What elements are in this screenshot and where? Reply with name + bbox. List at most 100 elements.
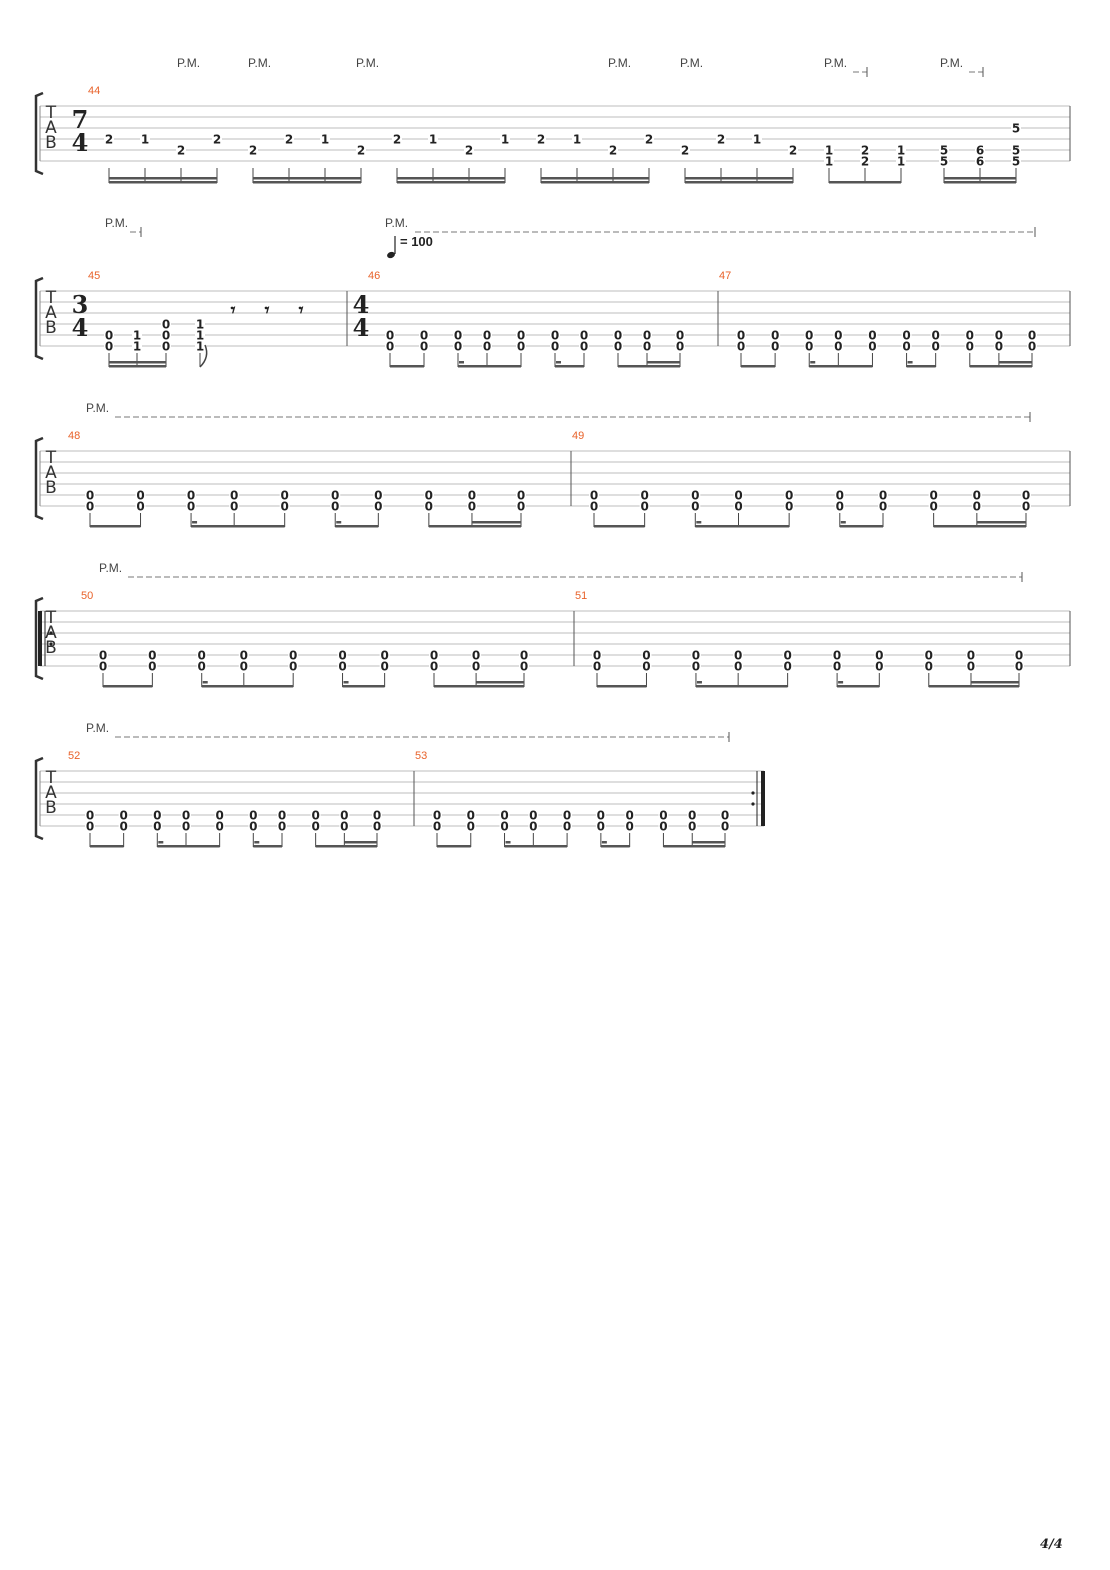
fret-background xyxy=(788,144,798,156)
fret-number: 0 xyxy=(1015,660,1023,674)
fret-number: 0 xyxy=(182,820,190,834)
beam xyxy=(103,685,153,688)
fret-background xyxy=(214,820,225,832)
fret-background xyxy=(85,500,95,512)
fret-number: 0 xyxy=(580,340,588,354)
repeat-end-thick-barline xyxy=(761,771,765,826)
fret-number: 5 xyxy=(1012,122,1020,136)
fret-background xyxy=(550,340,560,352)
beam xyxy=(109,365,166,368)
fret-background xyxy=(644,133,654,145)
beam xyxy=(342,685,385,688)
eighth-rest: 𝄾 xyxy=(299,300,304,321)
fret-background xyxy=(784,489,795,501)
fret-number: 5 xyxy=(940,155,948,169)
beam xyxy=(253,177,361,180)
fret-background xyxy=(196,649,207,661)
repeat-dot xyxy=(751,802,755,806)
fret-number: 0 xyxy=(879,489,887,503)
fret-number: 0 xyxy=(734,660,742,674)
fret-number: 0 xyxy=(483,340,491,354)
fret-background xyxy=(639,489,650,501)
fret-background xyxy=(613,340,623,352)
palm-mute-label: P.M. xyxy=(105,216,128,230)
fret-background xyxy=(923,649,934,661)
fret-number: 0 xyxy=(420,329,428,343)
fret-background xyxy=(1014,649,1024,661)
fret-number: 0 xyxy=(902,329,910,343)
fret-number: 0 xyxy=(425,489,433,503)
fret-number: 0 xyxy=(973,489,981,503)
fret-background xyxy=(536,133,546,145)
fret-number: 0 xyxy=(240,660,248,674)
fret-number: 1 xyxy=(133,329,141,343)
fret-background xyxy=(624,809,635,821)
fret-background xyxy=(310,809,321,821)
fret-background xyxy=(152,820,163,832)
fret-background xyxy=(379,660,390,672)
fret-background xyxy=(176,144,186,156)
beam-fragment xyxy=(459,361,464,364)
repeat-dot xyxy=(751,791,755,795)
fret-background xyxy=(276,809,287,821)
fret-background xyxy=(833,329,844,341)
fret-background xyxy=(248,809,259,821)
fret-number: 0 xyxy=(311,820,319,834)
fret-number: 0 xyxy=(868,340,876,354)
fret-number: 0 xyxy=(517,500,525,514)
beam xyxy=(90,845,124,848)
fret-number: 2 xyxy=(789,144,797,158)
fret-number: 2 xyxy=(609,144,617,158)
fret-background xyxy=(85,820,95,832)
fret-background xyxy=(288,649,299,661)
fret-background xyxy=(248,144,258,156)
fret-background xyxy=(834,489,845,501)
fret-background xyxy=(432,820,442,832)
fret-number: 0 xyxy=(105,329,113,343)
beam xyxy=(647,361,680,364)
beam xyxy=(692,841,725,844)
fret-number: 0 xyxy=(593,649,601,663)
measure-number: 44 xyxy=(88,85,100,97)
tab-clef-letter: B xyxy=(45,798,57,818)
fret-number: 0 xyxy=(374,489,382,503)
fret-background xyxy=(824,155,834,167)
fret-number: 0 xyxy=(691,500,699,514)
tab-clef-letter: A xyxy=(45,783,57,803)
beam xyxy=(471,521,521,524)
fret-number: 0 xyxy=(734,500,742,514)
fret-number: 0 xyxy=(454,340,462,354)
fret-number: 0 xyxy=(783,649,791,663)
fret-background xyxy=(733,489,744,501)
fret-background xyxy=(608,144,618,156)
beam xyxy=(685,177,793,180)
fret-number: 0 xyxy=(640,500,648,514)
fret-number: 1 xyxy=(196,318,204,332)
fret-background xyxy=(877,500,888,512)
fret-number: 0 xyxy=(659,820,667,834)
fret-background xyxy=(639,500,650,512)
fret-number: 1 xyxy=(897,155,905,169)
palm-mute-label: P.M. xyxy=(86,721,109,735)
fret-background xyxy=(330,489,341,501)
fret-background xyxy=(152,809,163,821)
beam-fragment xyxy=(696,681,702,684)
fret-number: 0 xyxy=(433,809,441,823)
fret-background xyxy=(195,318,205,330)
time-signature-top: 4 xyxy=(353,290,370,319)
fret-number: 0 xyxy=(467,809,475,823)
beam xyxy=(109,177,217,180)
fret-number: 0 xyxy=(430,649,438,663)
fret-number: 0 xyxy=(148,660,156,674)
tab-clef-letter: T xyxy=(45,103,57,123)
fret-number: 0 xyxy=(99,649,107,663)
fret-number: 2 xyxy=(285,133,293,147)
fret-background xyxy=(135,489,146,501)
fret-number: 0 xyxy=(737,329,745,343)
fret-number: 0 xyxy=(721,809,729,823)
fret-background xyxy=(770,329,781,341)
fret-background xyxy=(975,155,985,167)
fret-background xyxy=(516,500,526,512)
fret-background xyxy=(161,340,171,352)
fret-background xyxy=(186,489,197,501)
